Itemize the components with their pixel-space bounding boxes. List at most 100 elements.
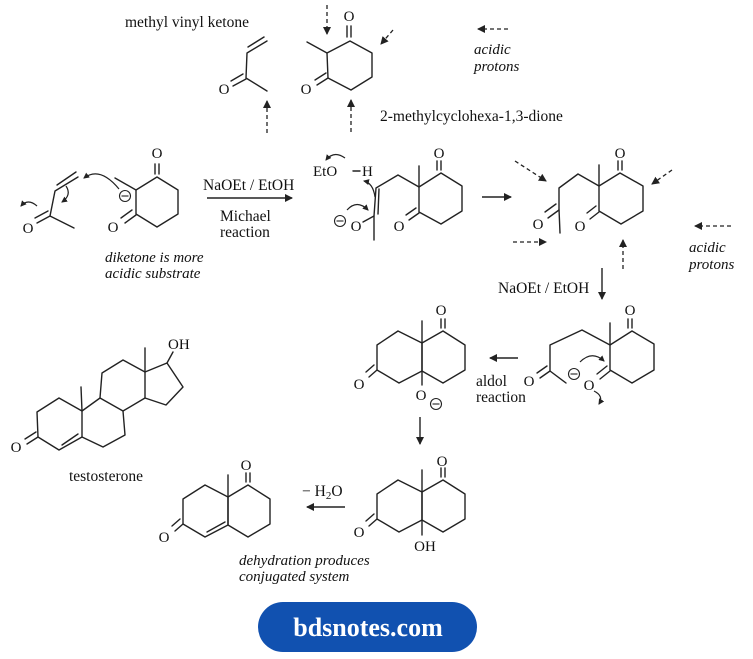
carbonyl-double-bond	[617, 160, 623, 171]
carbonyl-double-bond	[544, 203, 560, 219]
annotation: acidic	[689, 240, 726, 256]
ring	[598, 172, 644, 225]
carbonyl-double-bond	[536, 365, 551, 379]
carbonyl-o-label: O	[159, 530, 170, 546]
ring	[135, 176, 179, 228]
reaction-name: aldol	[476, 373, 507, 390]
carbonyl-o-label: O	[23, 221, 34, 237]
acidic-protons-top: acidic protons	[473, 25, 519, 75]
carbonyl-double-bond	[245, 472, 251, 483]
hydroxyl-label: OH	[414, 539, 436, 555]
carbonyl-double-bond	[440, 318, 446, 329]
curved-arrow	[83, 172, 120, 190]
aldol-reaction-arrow: aldol reaction	[476, 354, 526, 406]
minus-charge-icon	[118, 189, 132, 203]
carbonyl-double-bond	[596, 365, 611, 380]
dashed-arrow	[514, 160, 547, 182]
reaction-name: Michael	[220, 208, 271, 225]
minus-charge-icon	[567, 367, 581, 381]
annotation: acidic substrate	[105, 266, 201, 282]
dehydration-arrow: − H2O	[302, 483, 345, 511]
minus-charge-icon	[333, 214, 347, 228]
mvk-top-structure: methyl vinyl ketone O	[125, 14, 271, 133]
carbonyl-o-label: O	[108, 220, 119, 236]
enone-structure: O O dehydration produces conjugated syst…	[159, 458, 370, 585]
dashed-arrow	[651, 169, 673, 185]
michael-adduct-structure: EtO H O O O	[313, 146, 463, 241]
annotation: dehydration produces	[239, 553, 370, 569]
methyl-bond	[114, 177, 137, 191]
methyl-bond	[80, 386, 83, 412]
dione-top-structure: O O 2-methylcyclohexa-1,3-dione	[301, 5, 563, 132]
curved-arrow	[325, 153, 346, 161]
ring	[326, 40, 373, 91]
chain-bond	[549, 329, 611, 384]
mvk-label: methyl vinyl ketone	[125, 14, 249, 31]
banner-pill[interactable]	[258, 602, 477, 652]
carbonyl-o-label: O	[344, 9, 355, 25]
reaction-name: reaction	[220, 224, 270, 241]
alkoxide-o-label: O	[416, 388, 427, 404]
ring	[609, 330, 655, 384]
curved-arrow	[363, 179, 376, 198]
carbonyl-double-bond	[405, 207, 420, 221]
ring	[99, 359, 146, 412]
formula-subscript: 2	[326, 490, 332, 502]
carbonyl-o-label: O	[434, 146, 445, 162]
ring	[36, 397, 83, 451]
hydroxyl-label: OH	[168, 337, 190, 353]
curved-arrow	[61, 185, 69, 203]
carbonyl-o-label: O	[584, 378, 595, 394]
triketone-enolate-structure: O O O	[524, 303, 655, 405]
carbonyl-double-bond	[230, 73, 247, 87]
ketol-structure: O O OH	[354, 454, 466, 555]
testosterone-label: testosterone	[69, 468, 143, 485]
carbonyl-double-bond	[154, 163, 160, 175]
ring	[227, 484, 271, 538]
triketone-structure: O O O	[513, 146, 673, 269]
double-bond	[56, 171, 77, 186]
double-bond	[206, 521, 226, 533]
ring	[418, 172, 463, 225]
carbonyl-double-bond	[120, 209, 137, 224]
bond	[245, 40, 268, 92]
carbonyl-double-bond	[346, 25, 352, 38]
carbonyl-o-label: O	[241, 458, 252, 474]
acidic-protons-mid: acidic protons	[688, 222, 734, 273]
annotation: conjugated system	[239, 569, 350, 585]
naoet-down-step: NaOEt / EtOH	[498, 268, 606, 300]
reaction-name: reaction	[476, 389, 526, 406]
reagent-label: NaOEt / EtOH	[498, 280, 589, 297]
carbonyl-o-label: O	[625, 303, 636, 319]
reagent-label: NaOEt / EtOH	[203, 177, 294, 194]
diketone-enolate-structure: O O diketone is more acidic substrate	[105, 146, 204, 282]
formula-part: − H	[302, 483, 326, 500]
carbonyl-o-label: O	[354, 525, 365, 541]
carbonyl-double-bond	[586, 205, 600, 220]
carbonyl-o-label: O	[11, 440, 22, 456]
carbonyl-double-bond	[24, 431, 39, 445]
proton-label: H	[362, 164, 373, 180]
curved-arrow	[20, 200, 38, 207]
ring	[421, 479, 466, 533]
minus-charge-icon	[429, 397, 443, 411]
carbonyl-double-bond	[34, 210, 51, 224]
site-banner[interactable]: bdsnotes.com	[258, 602, 477, 652]
reagent-label: − H2O	[302, 483, 343, 502]
curved-arrow	[579, 355, 605, 363]
ring	[421, 330, 466, 384]
dione-label: 2-methylcyclohexa-1,3-dione	[380, 108, 563, 125]
chain-bond	[558, 173, 600, 234]
carbonyl-o-label: O	[219, 82, 230, 98]
ring	[376, 479, 423, 533]
testosterone-structure: O OH testosterone	[11, 337, 190, 485]
annotation: diketone is more	[105, 250, 204, 266]
carbonyl-o-label: O	[436, 303, 447, 319]
enolate-o-label: O	[351, 219, 362, 235]
ethoxide-label: EtO	[313, 164, 337, 180]
carbonyl-double-bond	[436, 160, 442, 171]
bond	[166, 351, 174, 364]
curved-arrow	[593, 390, 605, 405]
